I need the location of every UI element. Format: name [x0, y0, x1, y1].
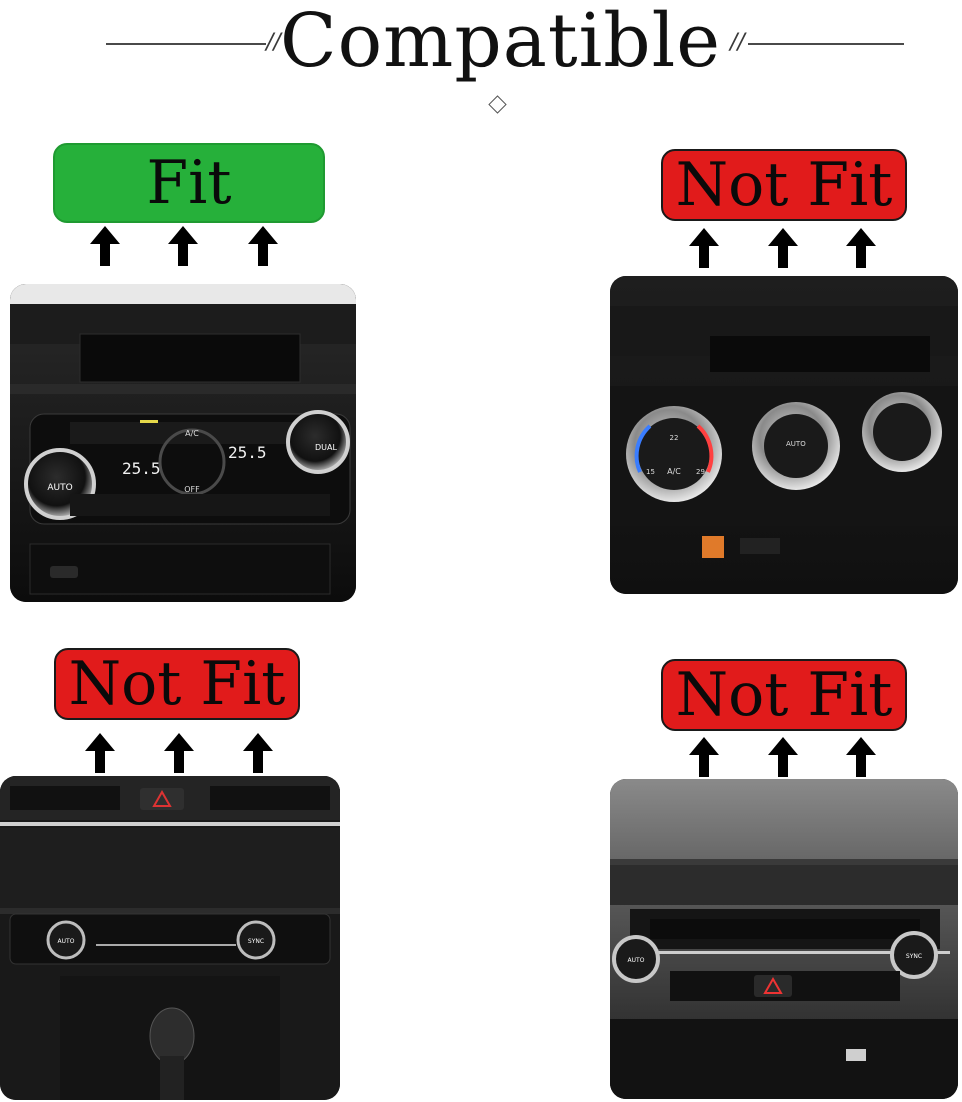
- up-arrow-icon: [85, 733, 115, 773]
- header-line-right: [748, 43, 904, 45]
- badge-label: Not Fit: [675, 660, 893, 730]
- photo-climate-panel-fit: AUTO DUAL A/C OFF 25.5 25.5: [10, 284, 356, 602]
- photo-dashboard-console: AUTO SYNC: [0, 776, 340, 1100]
- off-label: OFF: [184, 485, 200, 494]
- three-knob-illustration: A/C 22 15 29 AUTO: [610, 276, 958, 594]
- up-arrow-icon: [168, 226, 198, 266]
- auto-label: AUTO: [58, 938, 75, 945]
- up-arrow-icon: [164, 733, 194, 773]
- sync-label: SYNC: [906, 953, 922, 960]
- photo-climate-three-knobs: A/C 22 15 29 AUTO: [610, 276, 958, 594]
- page-title: Compatible: [280, 0, 722, 84]
- dual-label: DUAL: [315, 443, 337, 452]
- ac-label: A/C: [185, 429, 199, 438]
- temp-29: 29: [696, 468, 705, 476]
- not-fit-badge: Not Fit: [54, 648, 300, 720]
- right-temp: 25.5: [228, 443, 267, 462]
- not-fit-badge: Not Fit: [661, 149, 907, 221]
- up-arrow-icon: [243, 733, 273, 773]
- auto-label: AUTO: [628, 957, 645, 964]
- up-arrow-icon: [689, 228, 719, 268]
- auto-sync-illustration: AUTO SYNC: [610, 779, 958, 1099]
- up-arrow-icon: [768, 737, 798, 777]
- auto-label: AUTO: [47, 483, 72, 493]
- dashboard-illustration: AUTO SYNC: [0, 776, 340, 1100]
- left-temp: 25.5: [122, 459, 161, 478]
- temp-15: 15: [646, 468, 655, 476]
- badge-label: Not Fit: [675, 150, 893, 220]
- diamond-icon: [488, 95, 507, 114]
- header-slash-right: //: [730, 30, 745, 55]
- badge-label: Fit: [146, 148, 232, 218]
- sync-label: SYNC: [248, 938, 264, 945]
- temp-22: 22: [670, 434, 679, 442]
- badge-label: Not Fit: [68, 649, 286, 719]
- up-arrow-icon: [248, 226, 278, 266]
- up-arrow-icon: [846, 737, 876, 777]
- not-fit-badge: Not Fit: [661, 659, 907, 731]
- header-slash-left: //: [266, 30, 281, 55]
- up-arrow-icon: [846, 228, 876, 268]
- auto-label: AUTO: [786, 440, 806, 448]
- photo-climate-auto-sync: AUTO SYNC: [610, 779, 958, 1099]
- up-arrow-icon: [90, 226, 120, 266]
- ac-label: A/C: [667, 467, 681, 476]
- climate-panel-illustration: AUTO DUAL A/C OFF 25.5 25.5: [10, 284, 356, 602]
- header-line-left: [106, 43, 266, 45]
- fit-badge: Fit: [53, 143, 325, 223]
- up-arrow-icon: [768, 228, 798, 268]
- up-arrow-icon: [689, 737, 719, 777]
